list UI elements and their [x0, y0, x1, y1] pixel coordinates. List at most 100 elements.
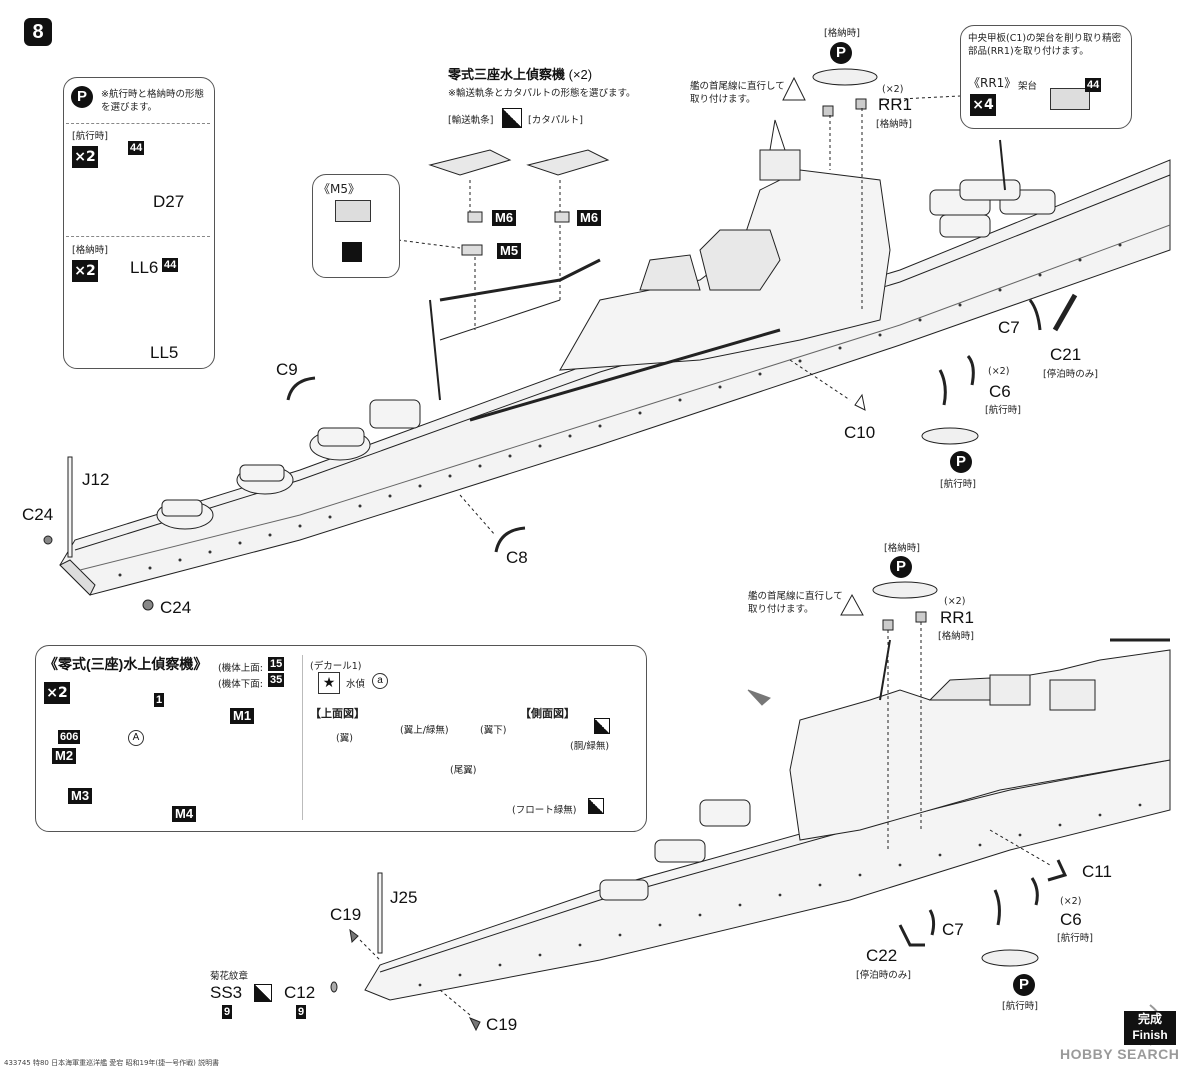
C22-sub: [停泊時のみ]	[856, 970, 911, 981]
part-LL5: LL5	[150, 343, 179, 362]
part-C24-bottom: C24	[160, 598, 192, 617]
part-C7-lower: C7	[942, 920, 964, 939]
finish-jp: 完成	[1137, 1012, 1162, 1026]
stowed-label: [格納時]	[72, 245, 108, 256]
divider	[66, 236, 210, 237]
option-p-icon: P	[890, 556, 912, 578]
part-M6-right: M6	[577, 210, 602, 226]
step-number-badge: 8	[24, 18, 52, 46]
lower-stowed-label: [格納時]	[884, 543, 920, 554]
rr1-sub: [格納時]	[876, 119, 912, 130]
C21-sub: [停泊時のみ]	[1043, 369, 1098, 380]
side-view-title: 【側面図】	[520, 707, 575, 720]
floatplane-title: 零式三座水上偵察機 (×2)	[448, 67, 593, 82]
part-C7-upper: C7	[998, 318, 1020, 337]
part-C19-top: C19	[330, 905, 362, 924]
C6-upper-qty: (×2)	[988, 366, 1010, 377]
part-C12: C12	[284, 983, 316, 1002]
footer-watermark: HOBBY SEARCH	[1060, 1046, 1180, 1062]
divider	[66, 123, 210, 124]
option-p-icon: P	[830, 42, 852, 64]
part-M1: M1	[230, 708, 255, 724]
option-toggle-icon	[254, 984, 272, 1002]
top-view-title: 【上面図】	[310, 707, 365, 720]
part-C24-top: C24	[22, 505, 54, 524]
part-C11: C11	[1082, 862, 1112, 881]
top-note-wing-upper: (翼上/緑無)	[400, 725, 449, 736]
option-catapult-label: [カタパルト]	[528, 115, 583, 126]
lower-ship-drawing	[364, 638, 1171, 1001]
rr1-cut-note: 中央甲板(C1)の架台を削り取り精密部品(RR1)を取り付けます。	[968, 33, 1122, 57]
part-C19-bottom: C19	[486, 1015, 518, 1034]
rr1-callout-qty: ×4	[970, 94, 996, 116]
part-J12: J12	[82, 470, 110, 489]
sailing-label: [航行時]	[72, 131, 108, 142]
part-leader-lines	[43, 68, 1078, 1032]
option-toggle-icon	[588, 798, 604, 814]
rr1-part-sketch	[1050, 88, 1090, 110]
SS3-note: 菊花紋章	[210, 971, 249, 982]
boat-lower-sub: [航行時]	[1002, 1001, 1038, 1012]
floatplane-note: ※輸送軌条とカタパルトの形態を選びます。	[448, 88, 636, 99]
plane-tag-606: 606	[58, 730, 81, 744]
option-rail-label: [輸送軌条]	[448, 115, 494, 126]
part-C10: C10	[844, 423, 876, 442]
part-C6-lower: C6	[1060, 910, 1082, 929]
part-M4: M4	[172, 806, 197, 822]
stowed-qty: ×2	[72, 260, 98, 282]
top-orientation-note: 艦の首尾線に直行して取り付けます。	[690, 81, 785, 105]
boat-options-panel	[63, 77, 215, 369]
plane-lower-label: (機体下面:	[218, 679, 263, 690]
boat-upper-sub: [航行時]	[940, 479, 976, 490]
part-RR1: RR1	[878, 95, 913, 114]
part-M2: M2	[52, 748, 77, 764]
lower-rr1-sub: [格納時]	[938, 631, 974, 642]
part-SS3: SS3	[210, 983, 243, 1002]
part-M5: M5	[497, 243, 522, 259]
decal-mark: a	[372, 673, 388, 689]
part-C21: C21	[1050, 345, 1082, 364]
rr1-paint-tag: 44	[1085, 78, 1102, 92]
finish-badge: 完成 Finish	[1124, 1011, 1176, 1045]
plane-tag-1: 1	[154, 693, 165, 707]
option-p-icon: P	[71, 86, 93, 108]
part-M3: M3	[68, 788, 93, 804]
part-M6-left: M6	[492, 210, 517, 226]
boat-options-note: ※航行時と格納時の形態を選びます。	[101, 89, 204, 113]
rr1-callout-sub: 架台	[1018, 81, 1038, 92]
upper-ship-drawing	[59, 119, 1171, 596]
plane-lower-tag: 35	[268, 673, 285, 687]
lower-orientation-note: 艦の首尾線に直行して取り付けます。	[748, 591, 843, 615]
option-p-icon: P	[950, 451, 972, 473]
part-C22: C22	[866, 946, 898, 965]
top-stowed-label: [格納時]	[824, 28, 860, 39]
part-D27: D27	[153, 192, 185, 211]
part-C8: C8	[506, 548, 528, 567]
plane-qty: ×2	[44, 682, 70, 704]
m5-callout-label: 《M5》	[318, 182, 360, 196]
C6-lower-qty: (×2)	[1060, 896, 1082, 907]
option-toggle-icon	[594, 718, 610, 734]
rr1-qty: (×2)	[882, 84, 904, 95]
part-C6-upper: C6	[989, 382, 1011, 401]
part-J25: J25	[390, 888, 418, 907]
sailing-qty: ×2	[72, 146, 98, 168]
SS3-tag: 9	[222, 1005, 233, 1019]
finish-en: Finish	[1132, 1028, 1168, 1042]
part-RR1-lower: RR1	[940, 608, 975, 627]
part-C9: C9	[276, 360, 298, 379]
C12-tag: 9	[296, 1005, 307, 1019]
plane-detail-title: 《零式(三座)水上偵察機》	[44, 656, 208, 672]
C6-upper-sub: [航行時]	[985, 405, 1021, 416]
rr1-callout-label: 《RR1》	[968, 76, 1017, 90]
option-p-icon: P	[1013, 974, 1035, 996]
panel-divider	[302, 655, 303, 820]
plane-upper-label: (機体上面:	[218, 663, 263, 674]
top-note-wing-lower: (翼下)	[480, 725, 507, 736]
stowed-paint-tag: 44	[162, 258, 179, 272]
side-note-fuselage: (胴/緑無)	[570, 741, 610, 752]
lower-rr1-qty: (×2)	[944, 596, 966, 607]
plane-upper-tag: 15	[268, 657, 285, 671]
step-number: 8	[32, 21, 44, 43]
top-note-tail: (尾翼)	[450, 765, 477, 776]
